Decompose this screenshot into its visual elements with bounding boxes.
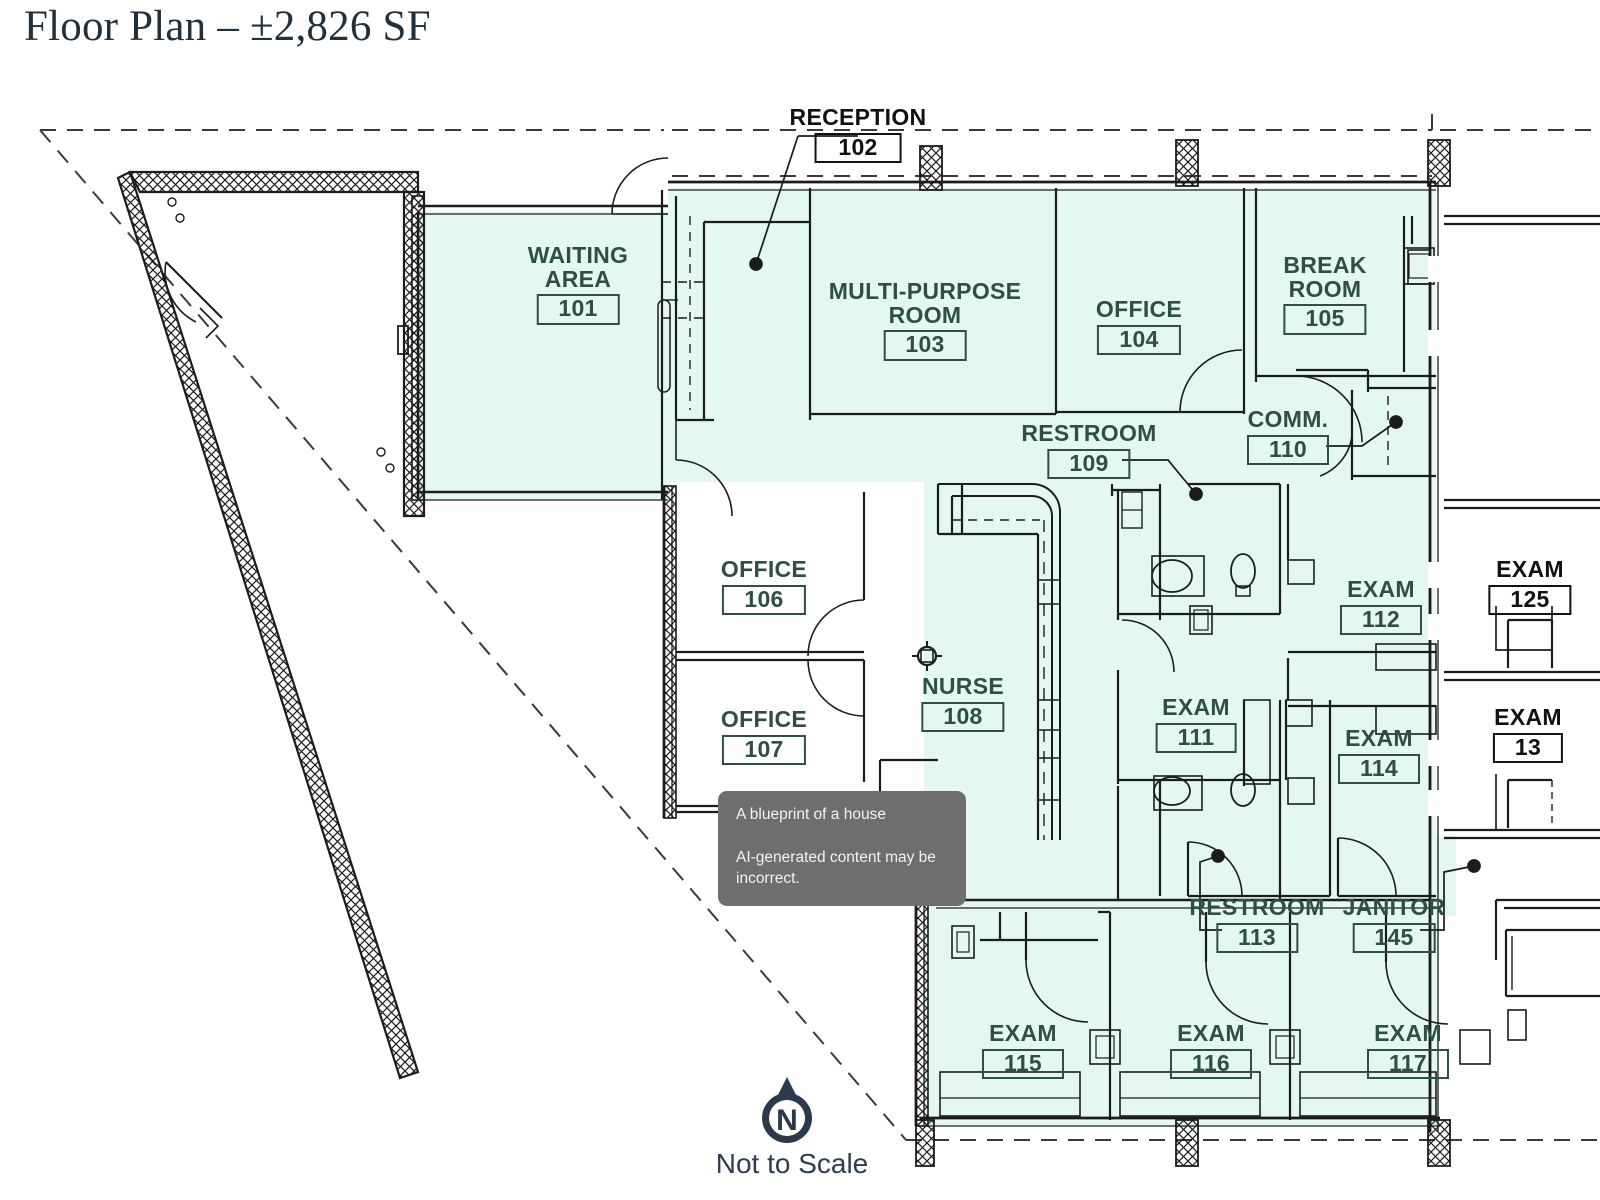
room-number: 105 <box>1283 304 1367 336</box>
room-name: EXAM <box>1347 576 1415 602</box>
room-name: EXAM <box>1494 704 1562 730</box>
tooltip-disclaimer: AI-generated content may be incorrect. <box>736 848 936 887</box>
room-label-break-room: BREAK ROOM 105 <box>1283 252 1367 336</box>
room-label-restroom-113: RESTROOM 113 <box>1189 894 1325 954</box>
tooltip-description: A blueprint of a house <box>736 806 886 823</box>
room-name: EXAM <box>1177 1020 1245 1046</box>
room-label-office-104: OFFICE 104 <box>1095 296 1183 356</box>
room-label-office-107: OFFICE 107 <box>720 706 808 766</box>
room-number: 101 <box>536 294 620 326</box>
room-name-line2: ROOM <box>1288 275 1362 302</box>
room-label-exam-112: EXAM 112 <box>1339 576 1423 636</box>
room-number: 107 <box>722 734 806 766</box>
room-number: 112 <box>1339 604 1423 636</box>
room-label-comm-110: COMM. 110 <box>1246 406 1330 466</box>
room-number: 145 <box>1352 922 1436 954</box>
scale-note: Not to Scale <box>715 1148 869 1179</box>
room-name: RECEPTION <box>789 104 927 130</box>
room-label-reception: RECEPTION 102 <box>789 104 927 164</box>
room-number: 116 <box>1169 1048 1253 1080</box>
room-number: 108 <box>921 701 1005 733</box>
room-label-nurse: NURSE 108 <box>921 673 1005 733</box>
room-number: 125 <box>1488 584 1572 616</box>
room-number: 114 <box>1337 753 1421 785</box>
room-name: OFFICE <box>1095 296 1183 322</box>
room-label-exam-117: EXAM 117 <box>1366 1020 1450 1080</box>
ai-content-tooltip: A blueprint of a house AI-generated cont… <box>718 791 966 906</box>
room-label-exam-115: EXAM 115 <box>981 1020 1065 1080</box>
room-name: RESTROOM <box>1021 420 1157 446</box>
room-label-janitor-145: JANITOR 145 <box>1342 894 1446 954</box>
room-number: 13 <box>1492 732 1564 764</box>
room-number: 117 <box>1366 1048 1450 1080</box>
room-number: 110 <box>1246 434 1330 466</box>
room-label-exam-114: EXAM 114 <box>1337 725 1421 785</box>
room-number: 106 <box>722 584 806 616</box>
north-arrow-icon: N <box>762 1077 812 1143</box>
room-number: 113 <box>1215 922 1299 954</box>
room-name: COMM. <box>1247 406 1329 432</box>
room-label-exam-116: EXAM 116 <box>1169 1020 1253 1080</box>
room-name: OFFICE <box>720 706 808 732</box>
room-label-exam-111: EXAM 111 <box>1155 694 1237 754</box>
room-number: 104 <box>1097 324 1181 356</box>
room-label-exam-13x: EXAM 13 <box>1492 704 1564 764</box>
room-label-multipurpose: MULTI-PURPOSE ROOM 103 <box>828 278 1022 362</box>
room-name-line2: ROOM <box>888 301 962 328</box>
room-name: BREAK <box>1283 252 1367 278</box>
room-label-waiting-area: WAITING AREA 101 <box>527 242 629 326</box>
room-number: 115 <box>981 1048 1065 1080</box>
room-name: MULTI-PURPOSE <box>828 278 1022 304</box>
room-name: EXAM <box>989 1020 1057 1046</box>
angled-exterior-wall <box>116 170 426 1080</box>
room-name: EXAM <box>1345 725 1413 751</box>
svg-text:N: N <box>776 1104 798 1137</box>
room-label-restroom-109: RESTROOM 109 <box>1021 420 1157 480</box>
room-name: OFFICE <box>720 556 808 582</box>
room-name: JANITOR <box>1342 894 1446 920</box>
page-title: Floor Plan – ±2,826 SF <box>24 3 431 50</box>
property-line <box>39 112 1600 1141</box>
room-name: EXAM <box>1374 1020 1442 1046</box>
room-number: 103 <box>883 330 967 362</box>
room-number: 111 <box>1155 722 1237 754</box>
room-number: 109 <box>1047 448 1131 480</box>
room-number: 102 <box>814 132 902 164</box>
room-name: WAITING <box>527 242 629 268</box>
interior-partitions <box>611 157 1491 1120</box>
room-name: NURSE <box>921 673 1004 699</box>
room-label-exam-125: EXAM 125 <box>1488 556 1572 616</box>
leader-lines <box>749 135 1553 931</box>
room-name-line2: AREA <box>544 265 612 292</box>
room-name: EXAM <box>1162 694 1230 720</box>
room-name: EXAM <box>1496 556 1564 582</box>
room-name: RESTROOM <box>1189 894 1325 920</box>
room-label-office-106: OFFICE 106 <box>720 556 808 616</box>
